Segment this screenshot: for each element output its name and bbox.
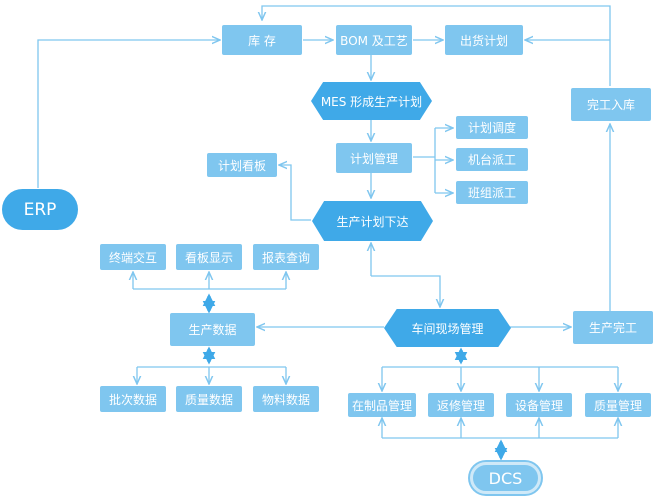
node-quality-data: 质量数据	[176, 386, 242, 412]
node-report-query: 报表查询	[253, 244, 319, 270]
node-shipping-plan: 出货计划	[445, 25, 523, 55]
node-finished-storage: 完工入库	[571, 88, 651, 121]
node-quality-mgmt: 质量管理	[585, 393, 651, 417]
line-issue-floor	[371, 275, 440, 307]
node-plan-board: 计划看板	[207, 153, 277, 177]
node-prod-data: 生产数据	[170, 313, 255, 346]
node-prod-issue: 生产计划下达	[312, 201, 433, 241]
node-floor-mgmt: 车间现场管理	[384, 309, 511, 347]
node-erp: ERP	[2, 189, 78, 230]
node-inventory: 库 存	[222, 25, 302, 55]
node-batch-data: 批次数据	[100, 386, 166, 412]
node-rework-mgmt: 返修管理	[428, 393, 494, 417]
node-wip-mgmt: 在制品管理	[348, 393, 416, 417]
node-bom: BOM 及工艺	[336, 25, 412, 55]
node-plan-dispatch: 计划调度	[456, 116, 528, 139]
node-mes-plan: MES 形成生产计划	[311, 82, 432, 120]
node-dcs: DCS	[470, 462, 541, 494]
node-terminal: 终端交互	[100, 244, 166, 270]
node-equipment-mgmt: 设备管理	[506, 393, 572, 417]
node-plan-mgmt: 计划管理	[336, 143, 412, 173]
node-material-data: 物料数据	[253, 386, 319, 412]
line-erp-inventory	[37, 40, 220, 188]
line-issue-board	[279, 165, 311, 221]
node-board-display: 看板显示	[176, 244, 242, 270]
node-team-dispatch: 班组派工	[456, 181, 528, 204]
node-machine-dispatch: 机台派工	[456, 148, 528, 171]
line-loop-top	[262, 5, 611, 86]
node-prod-done: 生产完工	[573, 311, 653, 344]
